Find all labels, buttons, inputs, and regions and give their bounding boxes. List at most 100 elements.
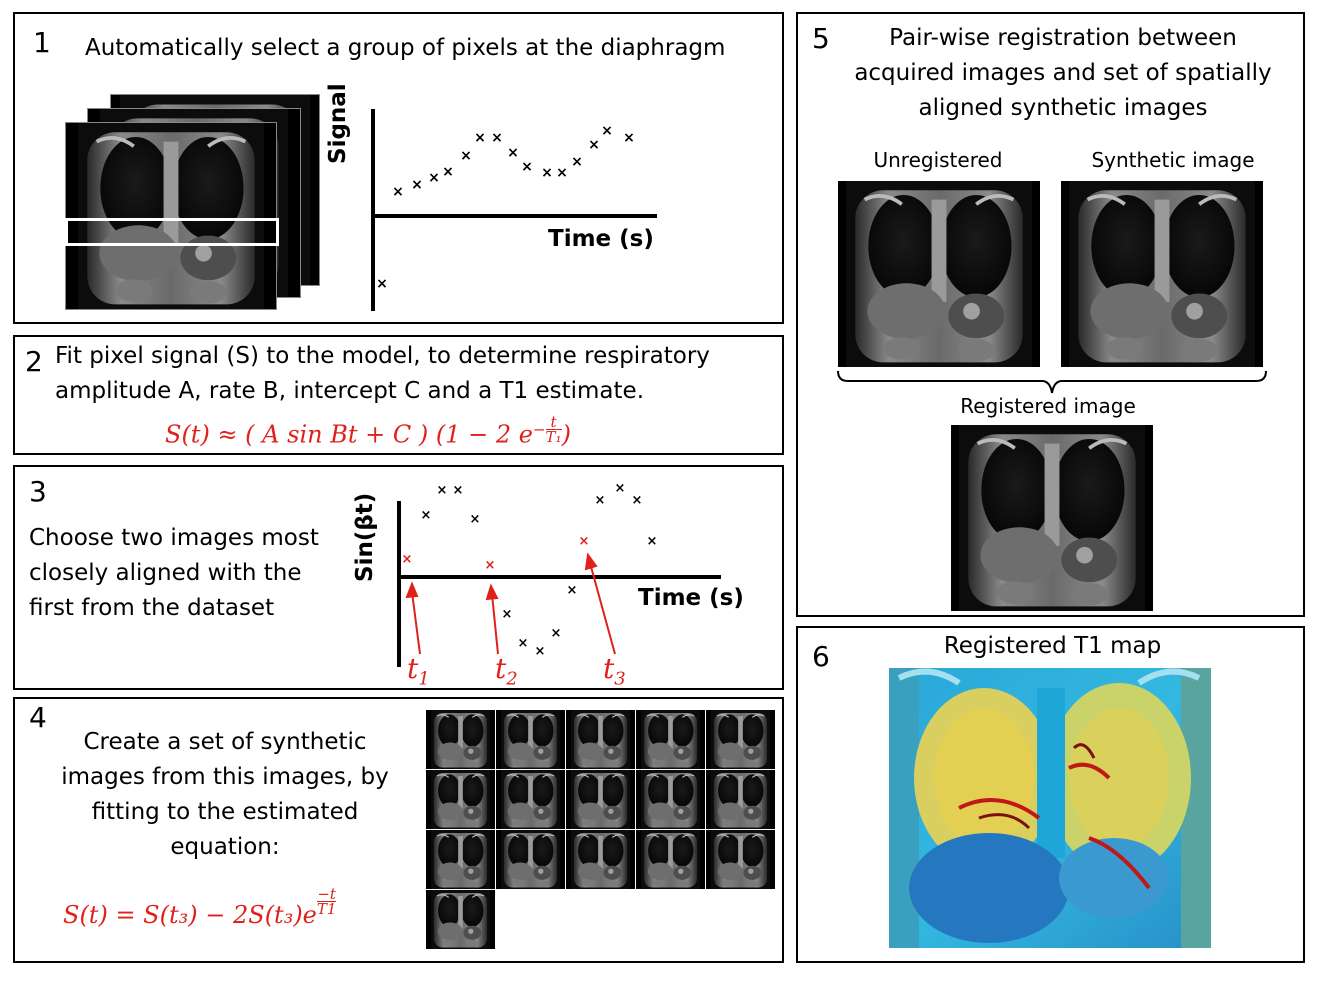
synthetic-thumbnail [426, 710, 495, 769]
arrow-t3 [589, 562, 616, 655]
signal-point: × [571, 154, 583, 170]
synthetic-thumbnail [636, 830, 705, 889]
signal-point: × [392, 184, 404, 200]
signal-point: × [411, 177, 423, 193]
signal-point: × [428, 170, 440, 186]
synthetic-thumbnail [566, 710, 635, 769]
label-registered: Registered image [960, 394, 1136, 418]
signal-point: × [623, 130, 635, 146]
panel-caption-line2: closely aligned with the [29, 560, 302, 586]
signal-point: × [601, 123, 613, 139]
panel-3: 3 Choose two images most closely aligned… [13, 465, 784, 690]
synthetic-thumbnail [566, 830, 635, 889]
signal-point: × [491, 130, 503, 146]
sine-point: × [421, 508, 432, 523]
synthetic-image [1061, 181, 1263, 367]
sine-point: × [502, 607, 513, 622]
panel-caption-line3: aligned synthetic images [918, 95, 1208, 121]
panel-caption-line2: acquired images and set of spatially [854, 60, 1272, 86]
signal-point: × [556, 165, 568, 181]
arrow-t2 [491, 593, 499, 655]
selected-point: × [485, 558, 496, 573]
panel-caption-line1: Fit pixel signal (S) to the model, to de… [55, 343, 710, 369]
panel-caption-line1: Pair-wise registration between [889, 25, 1237, 51]
panel-6: 6 Registered T1 map [796, 626, 1305, 963]
synthetic-thumbnail [426, 770, 495, 829]
sine-point: × [551, 626, 562, 641]
sine-point: × [595, 493, 606, 508]
signal-point: × [376, 276, 388, 292]
arrow-t1 [411, 591, 421, 655]
synthetic-thumbnail [636, 770, 705, 829]
signal-point: × [474, 130, 486, 146]
label-t3: t3 [603, 652, 626, 690]
panel-caption-line1: Create a set of synthetic [83, 729, 367, 755]
sine-point: × [470, 512, 481, 527]
synthetic-thumbnail [426, 890, 495, 949]
diaphragm-selection-box [65, 218, 279, 246]
panel-caption-line1: Choose two images most [29, 525, 319, 551]
synthetic-thumbnail [706, 830, 775, 889]
signal-point: × [588, 137, 600, 153]
panel-caption-line3: first from the dataset [29, 595, 275, 621]
sine-points: × × × × × × × × × × × × × [421, 481, 658, 659]
synthetic-thumbnail [566, 770, 635, 829]
panel-number: 5 [812, 22, 830, 55]
signal-plot: × × × × × × × × × × × × × × × × [371, 109, 657, 311]
panel-number: 2 [25, 345, 43, 378]
y-axis-label: Sin(βt) [352, 492, 378, 582]
y-axis-label: Signal [325, 83, 351, 164]
label-t2: t2 [495, 652, 518, 690]
signal-points: × × × × × × × × × × × × × × × × [376, 123, 635, 292]
panel-4: 4 Create a set of synthetic images from … [13, 697, 784, 963]
synthetic-thumbnail [706, 710, 775, 769]
panel-title: Registered T1 map [943, 633, 1162, 659]
label-synthetic: Synthetic image [1091, 148, 1255, 172]
synthetic-thumbnail [636, 710, 705, 769]
registered-image [951, 425, 1153, 611]
signal-point: × [460, 148, 472, 164]
selected-point: × [579, 534, 590, 549]
panel-caption-line2: amplitude A, rate B, intercept C and a T… [55, 378, 645, 404]
panel-caption-line2: images from this images, by [61, 764, 389, 790]
brace [837, 370, 1267, 394]
x-axis-label: Time (s) [638, 585, 744, 611]
selected-point: × [402, 552, 413, 567]
synthetic-thumbnail [496, 770, 565, 829]
sine-point: × [632, 493, 643, 508]
synthetic-thumbnail [426, 830, 495, 889]
panel-number: 6 [812, 640, 830, 673]
label-unregistered: Unregistered [873, 148, 1003, 172]
unregistered-image [838, 181, 1040, 367]
panel-caption-line4: equation: [170, 834, 280, 860]
signal-point: × [442, 164, 454, 180]
panel-1: 1 Automatically select a group of pixels… [13, 12, 784, 324]
signal-point: × [507, 145, 519, 161]
panel-number: 3 [29, 475, 47, 508]
synthetic-thumbnail [496, 830, 565, 889]
sine-point: × [567, 583, 578, 598]
sine-point: × [615, 481, 626, 496]
t1-map-image [889, 668, 1211, 948]
sine-point: × [437, 483, 448, 498]
sine-point: × [535, 644, 546, 659]
equation-main: S(t) ≈ ( A sin Bt + C ) (1 − 2 e [165, 420, 533, 449]
sine-point: × [647, 534, 658, 549]
mri-stack-front [65, 122, 277, 310]
panel-5: 5 Pair-wise registration between acquire… [796, 12, 1305, 617]
sine-point: × [518, 636, 529, 651]
signal-point: × [521, 159, 533, 175]
x-axis-label: Time (s) [548, 226, 654, 252]
synthetic-thumbnail [496, 710, 565, 769]
sine-plot: × × × × × × × × × × × × × × × × [397, 481, 721, 667]
panel-caption-line3: fitting to the estimated [91, 799, 359, 825]
sine-point: × [453, 483, 464, 498]
panel-number: 1 [33, 26, 51, 59]
synthetic-thumbnail [706, 770, 775, 829]
panel-caption: Automatically select a group of pixels a… [85, 35, 726, 61]
synthetic-image-grid [426, 710, 777, 953]
label-t1: t1 [407, 652, 430, 690]
